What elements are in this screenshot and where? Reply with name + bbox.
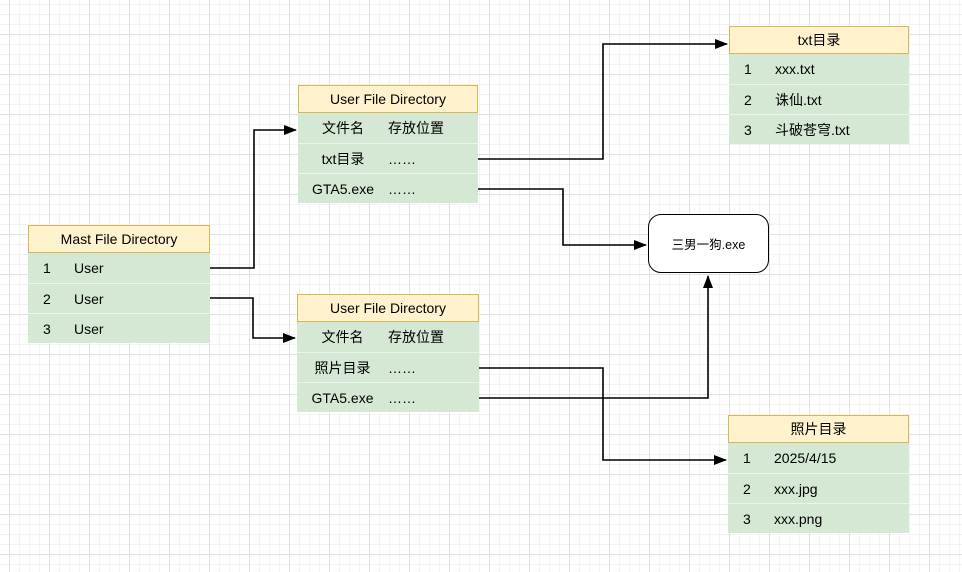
table-row: 3 xxx.png	[728, 503, 909, 533]
table-row: GTA5.exe ……	[298, 173, 478, 203]
table-txt-directory[interactable]: txt目录 1 xxx.txt 2 诛仙.txt 3 斗破苍穹.txt	[729, 26, 909, 144]
row-index: 3	[743, 510, 751, 527]
connector-ufd-bottom-gta5-to-exe-node[interactable]	[479, 275, 713, 399]
row-value: xxx.png	[774, 510, 823, 527]
table-title: User File Directory	[298, 85, 478, 113]
table-user-file-directory-top[interactable]: User File Directory 文件名 存放位置 txt目录 …… GT…	[298, 85, 478, 203]
table-title: User File Directory	[297, 294, 479, 322]
table-user-file-directory-bottom[interactable]: User File Directory 文件名 存放位置 照片目录 …… GTA…	[297, 294, 479, 412]
row-index: 2	[743, 480, 751, 497]
row-value: xxx.txt	[775, 61, 815, 77]
table-body: 1 2025/4/15 2 xxx.jpg 3 xxx.png	[728, 443, 909, 533]
row-value: 斗破苍穹.txt	[775, 121, 850, 138]
table-body: 文件名 存放位置 txt目录 …… GTA5.exe ……	[298, 113, 478, 203]
connector-mast-user2-to-ufd-bottom[interactable]	[210, 297, 296, 343]
table-row: 2 User	[28, 283, 210, 313]
table-row: 文件名 存放位置	[298, 113, 478, 143]
connector-ufd-bottom-photodir-to-photo-dir[interactable]	[479, 367, 727, 465]
table-photo-directory[interactable]: 照片目录 1 2025/4/15 2 xxx.jpg 3 xxx.png	[728, 415, 909, 533]
row-cell: GTA5.exe	[312, 180, 374, 197]
row-cell: ……	[388, 359, 416, 376]
table-body: 1 User 2 User 3 User	[28, 253, 210, 343]
row-cell: 文件名	[322, 120, 364, 136]
table-title: txt目录	[729, 26, 909, 54]
row-value: 诛仙.txt	[775, 91, 822, 108]
table-mast-file-directory[interactable]: Mast File Directory 1 User 2 User 3 User	[28, 225, 210, 343]
table-row: GTA5.exe ……	[297, 382, 479, 412]
row-index: 1	[744, 61, 752, 77]
connector-mast-user1-to-ufd-top[interactable]	[210, 125, 297, 269]
table-body: 1 xxx.txt 2 诛仙.txt 3 斗破苍穹.txt	[729, 54, 909, 144]
table-row: 3 斗破苍穹.txt	[729, 114, 909, 144]
connector-ufd-top-gta5-to-exe-node[interactable]	[478, 188, 647, 250]
row-value: xxx.jpg	[774, 480, 818, 497]
row-cell: ……	[388, 150, 416, 167]
row-index: 3	[43, 320, 51, 337]
row-value: User	[74, 290, 104, 307]
table-row: 1 2025/4/15	[728, 443, 909, 473]
row-cell: 存放位置	[388, 329, 444, 345]
row-index: 2	[744, 91, 752, 108]
exe-node[interactable]: 三男一狗.exe	[648, 214, 769, 273]
row-cell: GTA5.exe	[311, 389, 374, 406]
table-row: 文件名 存放位置	[297, 322, 479, 352]
table-row: txt目录 ……	[298, 143, 478, 173]
row-cell: 文件名	[321, 329, 364, 345]
row-index: 3	[744, 121, 752, 138]
table-title: Mast File Directory	[28, 225, 210, 253]
table-row: 2 xxx.jpg	[728, 473, 909, 503]
table-body: 文件名 存放位置 照片目录 …… GTA5.exe ……	[297, 322, 479, 412]
row-value: User	[74, 320, 104, 337]
row-cell: ……	[388, 180, 416, 197]
row-index: 1	[743, 450, 751, 466]
table-row: 3 User	[28, 313, 210, 343]
row-value: 2025/4/15	[774, 450, 837, 466]
row-cell: 存放位置	[388, 120, 444, 136]
table-row: 2 诛仙.txt	[729, 84, 909, 114]
row-cell: txt目录	[321, 150, 365, 167]
row-cell: ……	[388, 389, 416, 406]
table-row: 照片目录 ……	[297, 352, 479, 382]
table-row: 1 xxx.txt	[729, 54, 909, 84]
row-cell: 照片目录	[314, 359, 371, 376]
connector-ufd-top-txtdir-to-txt-dir[interactable]	[478, 39, 728, 160]
row-index: 2	[43, 290, 51, 307]
row-index: 1	[43, 260, 51, 276]
row-value: User	[74, 260, 104, 276]
table-row: 1 User	[28, 253, 210, 283]
table-title: 照片目录	[728, 415, 909, 443]
exe-node-label: 三男一狗.exe	[671, 238, 746, 252]
